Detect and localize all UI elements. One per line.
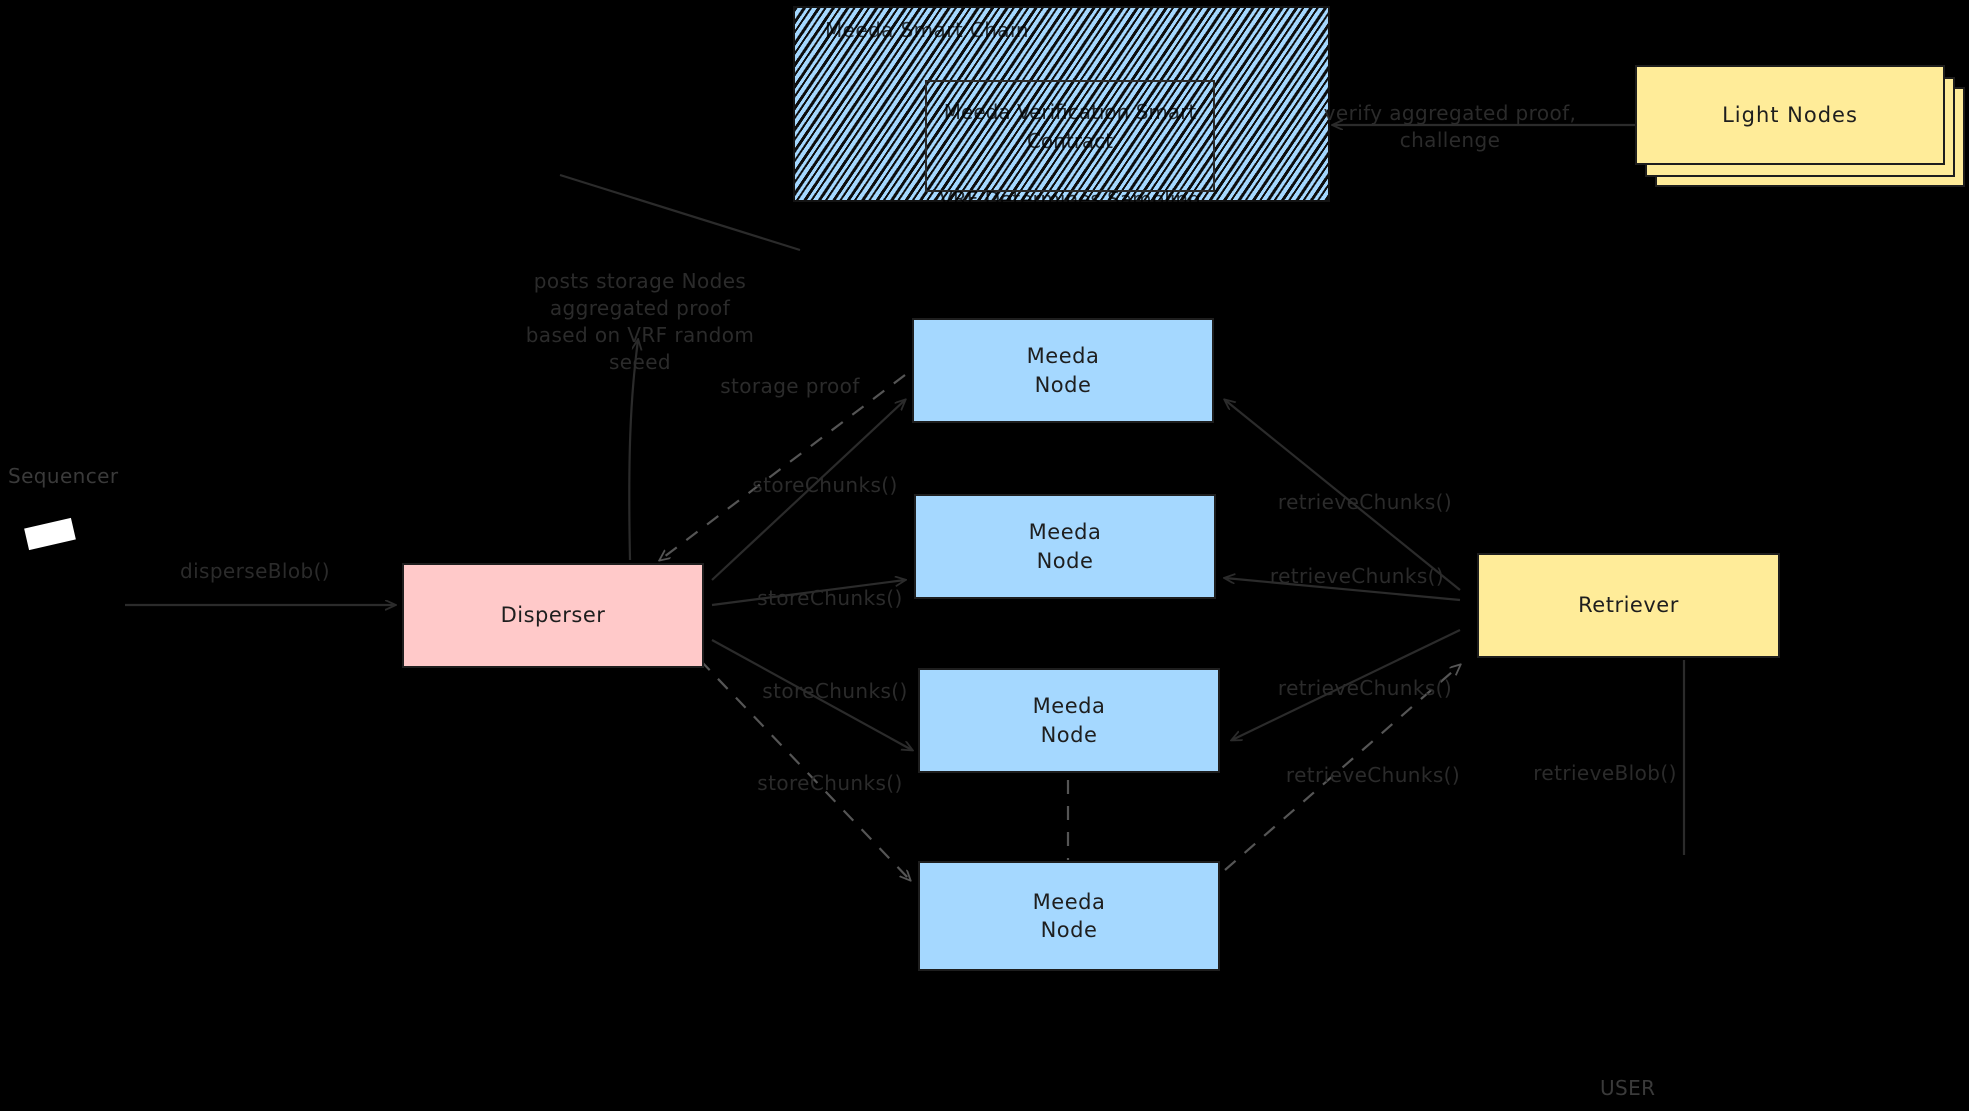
meeda-node-2[interactable]: Meeda Node	[914, 494, 1216, 599]
edge-label-retrieve-chunks-4: retrieveChunks()	[1285, 763, 1461, 787]
edge-label-store-chunks-3: storeChunks()	[762, 679, 908, 703]
edge-label-store-chunks-1: storeChunks()	[752, 473, 898, 497]
user-label: USER	[1600, 1076, 1656, 1100]
meeda-node-3[interactable]: Meeda Node	[918, 668, 1220, 773]
edge-label-retrieve-chunks-2: retrieveChunks()	[1269, 564, 1445, 588]
verification-contract-label: Meeda Verification Smart Contract VRF De…	[939, 100, 1201, 211]
light-nodes-card-front[interactable]: Light Nodes	[1635, 65, 1945, 165]
edge-label-posts-proof: posts storage Nodes aggregated proof bas…	[525, 269, 755, 374]
sequencer-glyph	[24, 517, 76, 551]
disperser-node[interactable]: Disperser	[402, 563, 704, 668]
edge-label-store-chunks-4: storeChunks()	[757, 771, 903, 795]
meeda-node-4[interactable]: Meeda Node	[918, 861, 1220, 971]
verification-contract-box	[925, 80, 1215, 192]
meeda-smart-chain-container	[793, 6, 1330, 202]
edge-chain-leader	[559, 173, 801, 252]
edge-label-disperse-blob: disperseBlob()	[179, 559, 331, 583]
edge-label-verify-challenge: verify aggregated proof, challenge	[1323, 101, 1577, 152]
sequencer-label: Sequencer	[8, 464, 119, 488]
edge-label-storage-proof: storage proof	[720, 374, 860, 398]
retriever-node[interactable]: Retriever	[1477, 553, 1780, 658]
light-nodes-label: Light Nodes	[1722, 103, 1858, 127]
meeda-node-1[interactable]: Meeda Node	[912, 318, 1214, 423]
edge-label-retrieve-chunks-3: retrieveChunks()	[1277, 676, 1453, 700]
meeda-smart-chain-label: Meeda Smart Chain	[825, 18, 1029, 42]
edge-label-retrieve-chunks-1: retrieveChunks()	[1277, 490, 1453, 514]
edge-label-store-chunks-2: storeChunks()	[757, 586, 903, 610]
light-nodes-stack[interactable]: Light Nodes	[1635, 65, 1965, 187]
edge-label-retrieve-blob: retrieveBlob()	[1533, 761, 1677, 785]
edge-storage-proof	[660, 374, 906, 560]
